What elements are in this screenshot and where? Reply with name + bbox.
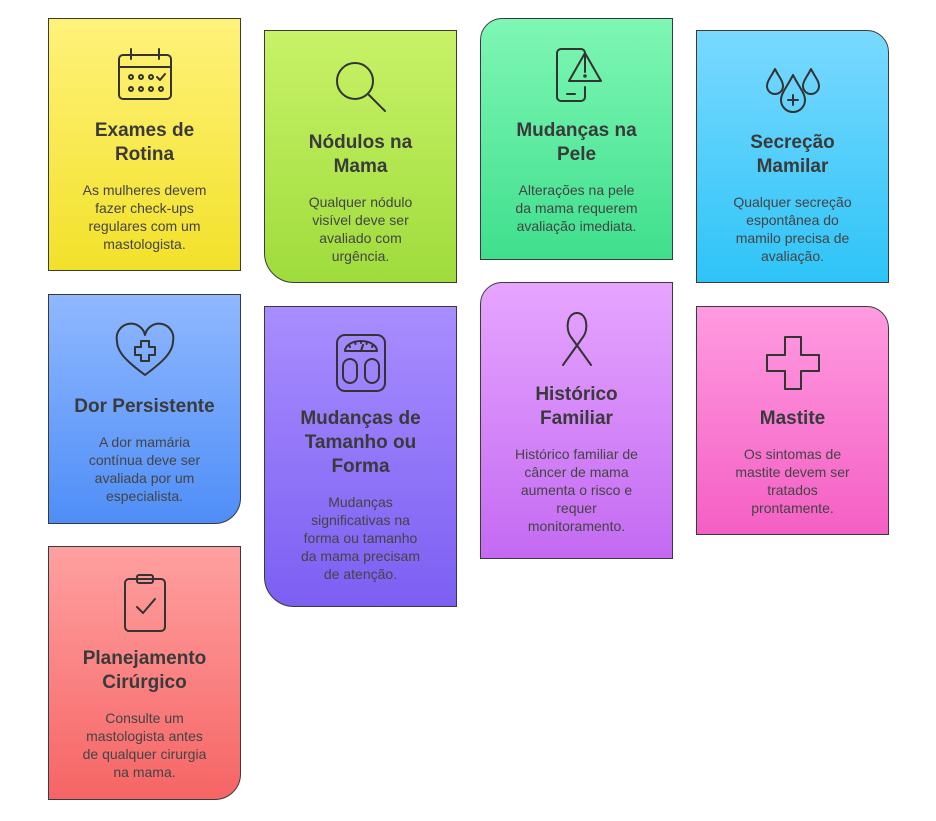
card-title: Dor Persistente — [74, 396, 215, 417]
medical-cross-icon — [761, 331, 825, 395]
card-dor-persistente: Dor Persistente A dor mamária contínua d… — [48, 294, 241, 524]
card-mudancas-na-pele: Mudanças na Pele Alterações na pele da m… — [480, 18, 673, 260]
card-description: As mulheres devem fazer check-ups regula… — [82, 182, 207, 252]
card-title: Exames de Rotina — [94, 120, 195, 165]
phone-alert-icon — [545, 43, 609, 107]
card-title: Planejamento Cirúrgico — [82, 648, 207, 693]
card-description: Histórico familiar de câncer de mama aum… — [515, 446, 638, 534]
card-secrecao-mamilar: Secreção Mamilar Qualquer secreção espon… — [696, 30, 889, 283]
card-title: Nódulos na Mama — [308, 132, 413, 177]
card-title: Mudanças de Tamanho ou Forma — [300, 408, 421, 477]
heart-cross-icon — [113, 319, 177, 383]
card-mastite: Mastite Os sintomas de mastite devem ser… — [696, 306, 889, 535]
card-description: Consulte um mastologista antes de qualqu… — [82, 710, 207, 780]
scale-icon — [329, 331, 393, 395]
card-historico-familiar: Histórico Familiar Histórico familiar de… — [480, 282, 673, 559]
card-description: Qualquer secreção espontânea do mamilo p… — [733, 194, 852, 264]
card-mudancas-de-tamanho-ou-forma: Mudanças de Tamanho ou Forma Mudanças si… — [264, 306, 457, 607]
card-title: Mudanças na Pele — [516, 120, 637, 165]
clipboard-check-icon — [113, 571, 177, 635]
card-title: Histórico Familiar — [535, 384, 618, 429]
card-description: Alterações na pele da mama requerem aval… — [515, 182, 638, 234]
drops-plus-icon — [761, 55, 825, 119]
card-description: Qualquer nódulo visível deve ser avaliad… — [308, 194, 413, 264]
card-planejamento-cirurgico: Planejamento Cirúrgico Consulte um masto… — [48, 546, 241, 800]
card-description: Mudanças significativas na forma ou tama… — [300, 494, 421, 582]
card-title: Mastite — [759, 408, 826, 429]
magnifier-icon — [329, 55, 393, 119]
calendar-check-icon — [113, 43, 177, 107]
card-title: Secreção Mamilar — [750, 132, 835, 177]
card-description: Os sintomas de mastite devem ser tratado… — [735, 446, 850, 516]
card-nodulos-na-mama: Nódulos na Mama Qualquer nódulo visível … — [264, 30, 457, 283]
ribbon-icon — [545, 307, 609, 371]
card-exames-de-rotina: Exames de Rotina As mulheres devem fazer… — [48, 18, 241, 271]
card-description: A dor mamária contínua deve ser avaliada… — [88, 434, 201, 504]
